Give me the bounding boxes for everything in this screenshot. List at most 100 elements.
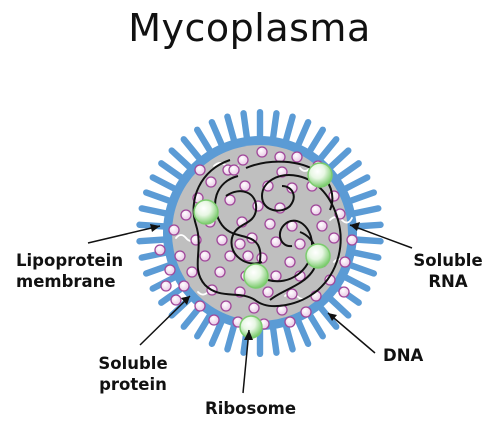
protein-particle: [237, 154, 249, 166]
membrane-spike: [341, 174, 371, 193]
protein-particle: [262, 180, 274, 192]
membrane-spike: [306, 126, 326, 155]
membrane-spike: [294, 317, 312, 347]
protein-particle: [216, 234, 228, 246]
pointer-ribosome-arrowhead: [244, 330, 253, 340]
membrane-spike: [208, 317, 226, 347]
label-pointers: [87, 222, 413, 394]
membrane-spike: [180, 136, 204, 163]
membrane-spike: [208, 119, 226, 149]
protein-particle: [194, 300, 206, 312]
label-soluble-rna-line1: Soluble: [413, 251, 483, 270]
protein-particle: [194, 164, 206, 176]
protein-particle: [199, 250, 211, 262]
membrane-spike: [136, 236, 169, 245]
membrane-spike: [142, 189, 174, 205]
protein-particle: [252, 200, 264, 212]
protein-particle: [328, 190, 340, 202]
protein-particle: [174, 250, 186, 262]
protein-particle: [154, 244, 166, 256]
label-lipoprotein-line1: Lipoprotein: [16, 251, 124, 270]
membrane-spike: [350, 205, 382, 217]
membrane-spike: [346, 189, 378, 205]
protein-particle: [291, 151, 303, 163]
protein-particle: [328, 232, 340, 244]
membrane-spike: [334, 160, 362, 182]
pointer-lipoprotein-membrane: [87, 225, 161, 244]
membrane-spike: [269, 324, 280, 356]
membrane-spike: [158, 160, 186, 182]
ribosome-particle: [193, 199, 219, 225]
label-soluble-protein-line1: Soluble: [98, 354, 168, 373]
label-lipoprotein-membrane: Lipoprotein membrane: [16, 250, 123, 292]
protein-particle: [316, 220, 328, 232]
membrane-spike: [326, 294, 352, 319]
protein-particle: [164, 264, 176, 276]
membrane-spike: [351, 221, 384, 230]
label-dna: DNA: [383, 345, 423, 366]
protein-particle: [239, 180, 251, 192]
pointer-soluble-rna: [349, 224, 413, 249]
pointer-soluble-protein-arrowhead: [181, 296, 190, 305]
protein-particle: [168, 224, 180, 236]
membrane-spike: [316, 303, 340, 330]
protein-particle: [264, 218, 276, 230]
protein-particle: [256, 146, 268, 158]
protein-particle: [270, 270, 282, 282]
label-ribosome: Ribosome: [205, 398, 296, 419]
ribosome-particle: [305, 243, 331, 269]
diagram-title: Mycoplasma: [128, 6, 371, 50]
protein-particle: [310, 204, 322, 216]
ribosome-particle: [307, 162, 333, 188]
protein-particle: [224, 194, 236, 206]
membrane-spike: [194, 126, 214, 155]
pointer-lipoprotein-membrane-arrowhead: [150, 224, 160, 232]
ribosomes: [193, 162, 333, 339]
protein-particle: [224, 250, 236, 262]
protein-particle: [208, 314, 220, 326]
protein-particle: [170, 294, 182, 306]
protein-particle: [214, 266, 226, 278]
protein-particle: [262, 286, 274, 298]
protein-particle: [205, 176, 217, 188]
protein-particle: [220, 300, 232, 312]
protein-particle: [256, 252, 268, 264]
membrane-spike: [326, 147, 352, 172]
protein-particle: [178, 280, 190, 292]
label-soluble-protein: Soluble protein: [92, 353, 174, 395]
protein-particle: [294, 238, 306, 250]
membrane-spike: [269, 110, 280, 142]
membrane-spike: [168, 147, 194, 172]
pointer-ribosome: [242, 329, 250, 394]
membrane-spike: [158, 284, 186, 306]
protein-particle: [284, 316, 296, 328]
ribosome-particle: [243, 263, 269, 289]
membrane-spike: [224, 321, 238, 353]
label-soluble-rna: Soluble RNA: [412, 250, 484, 292]
pointer-soluble-protein: [139, 295, 191, 346]
membrane-spike: [351, 236, 384, 245]
membrane-spike: [138, 205, 170, 217]
rna-strand: [329, 216, 353, 224]
ribosome-particle: [239, 315, 263, 339]
protein-particle: [338, 286, 350, 298]
lipoprotein-membrane-spikes: [136, 109, 384, 357]
membrane-spike: [346, 261, 378, 277]
membrane-spike: [306, 311, 326, 340]
label-soluble-rna-line2: RNA: [428, 272, 468, 291]
membrane-spike: [256, 109, 264, 141]
protein-particle: [186, 266, 198, 278]
protein-particle: [284, 256, 296, 268]
membrane-spike: [316, 136, 340, 163]
label-soluble-protein-line2: protein: [99, 375, 167, 394]
membrane-spike: [282, 321, 296, 353]
protein-particle: [300, 306, 312, 318]
membrane-spike: [142, 261, 174, 277]
membrane-spike: [224, 113, 238, 145]
pointer-dna: [327, 312, 376, 354]
membrane-spike: [149, 174, 179, 193]
protein-particle: [339, 256, 351, 268]
membrane-spike: [350, 249, 382, 261]
